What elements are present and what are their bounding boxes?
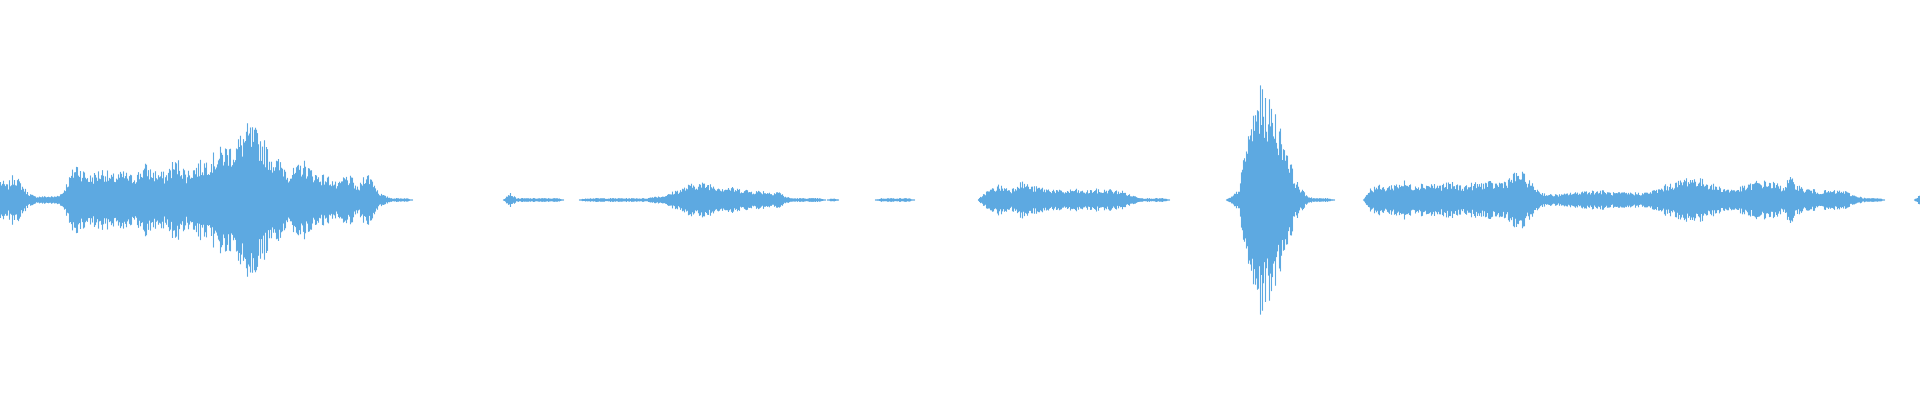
waveform-trace [0,85,1920,315]
